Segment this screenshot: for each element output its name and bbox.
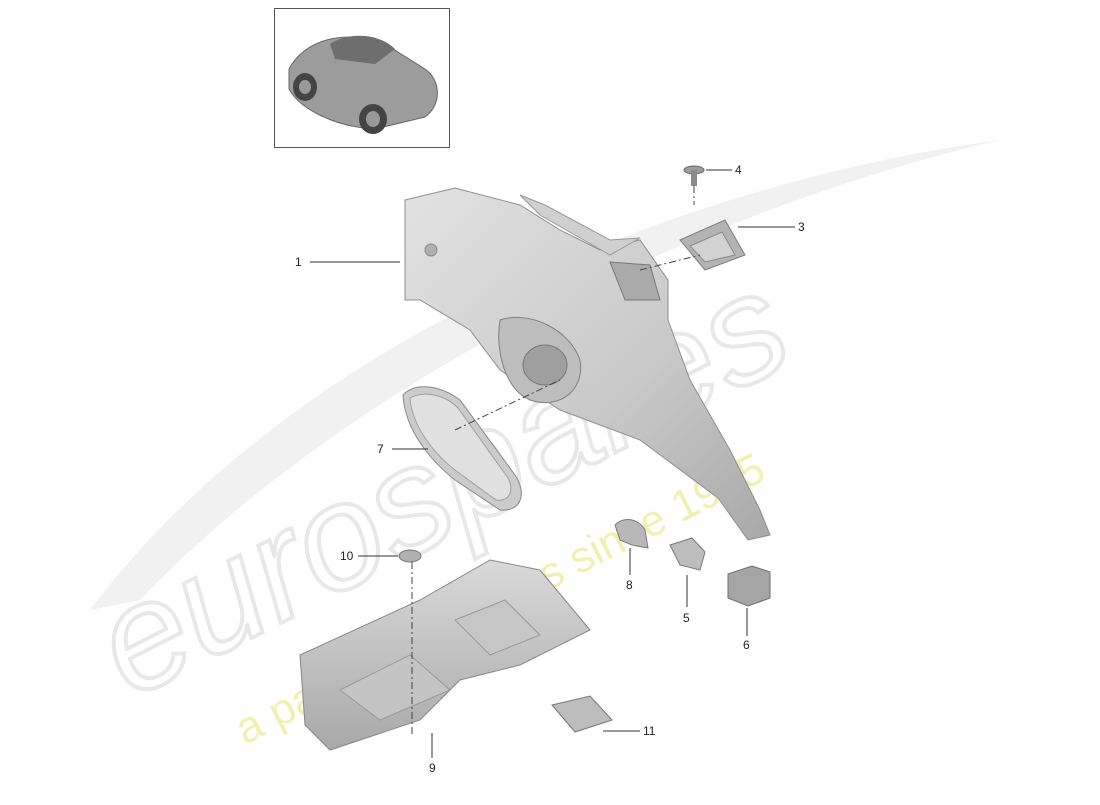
callout-9: 9 bbox=[429, 761, 436, 775]
side-trim-panel-icon bbox=[404, 187, 771, 541]
floor-covering-icon bbox=[299, 559, 591, 751]
cap-icon bbox=[614, 519, 649, 549]
cover-panel-icon bbox=[402, 386, 522, 511]
car-thumbnail-icon bbox=[288, 35, 438, 134]
callout-7: 7 bbox=[377, 442, 384, 456]
clip-icon bbox=[669, 537, 706, 571]
car-thumbnail-frame bbox=[274, 8, 450, 148]
callout-11: 11 bbox=[643, 724, 656, 738]
screw-icon bbox=[683, 165, 705, 186]
trim-cover-icon bbox=[679, 219, 746, 271]
callout-4: 4 bbox=[735, 163, 742, 177]
callout-6: 6 bbox=[743, 638, 750, 652]
assembly-lines bbox=[411, 186, 701, 735]
callout-10: 10 bbox=[340, 549, 354, 563]
leader-lines bbox=[310, 169, 795, 758]
callout-3: 3 bbox=[798, 220, 805, 234]
callout-5: 5 bbox=[683, 611, 690, 625]
bracket-icon bbox=[551, 695, 613, 733]
retainer-icon bbox=[727, 565, 771, 607]
callout-1: 1 bbox=[295, 255, 302, 269]
plug-icon bbox=[398, 549, 422, 563]
callout-8: 8 bbox=[626, 578, 633, 592]
